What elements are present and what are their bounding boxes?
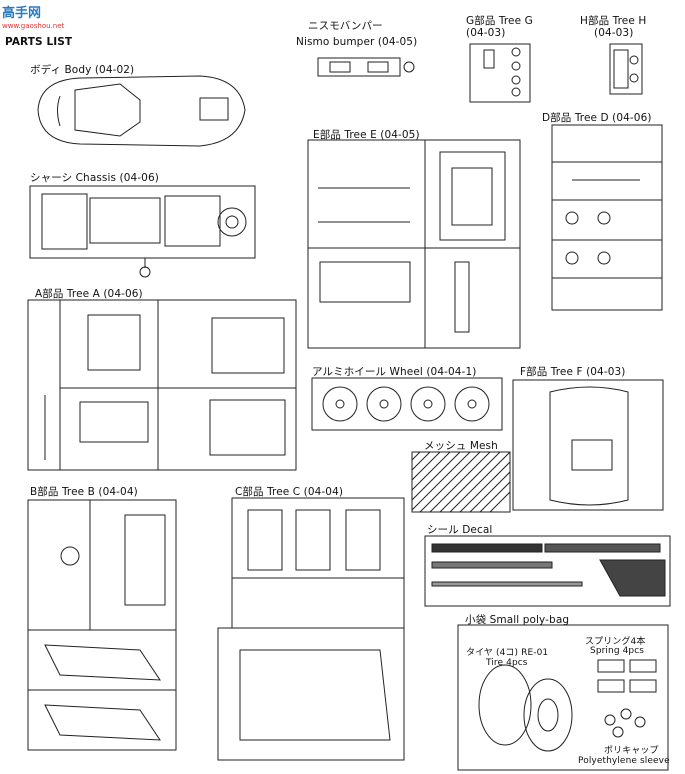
polybag-frame xyxy=(457,624,669,771)
tree-a-label: A部品 Tree A (04-06) xyxy=(35,288,143,300)
tree-c-frame xyxy=(217,497,405,761)
spring-en-label: Spring 4pcs xyxy=(590,646,645,656)
tire-jp-label: タイヤ (4コ) RE-01 xyxy=(466,648,549,658)
decal-sheet xyxy=(424,535,671,607)
body-part xyxy=(37,75,246,147)
body-label: ボディ Body (04-02) xyxy=(30,64,135,76)
parts-list-title: PARTS LIST xyxy=(5,36,73,48)
wheel-frame xyxy=(311,377,503,431)
tree-g-code: (04-03) xyxy=(466,27,506,39)
tree-e-frame xyxy=(307,139,521,349)
polybag-label: 小袋 Small poly-bag xyxy=(465,614,570,626)
tree-f-label: F部品 Tree F (04-03) xyxy=(520,366,626,378)
tree-e-label: E部品 Tree E (04-05) xyxy=(313,129,420,141)
tree-a-frame xyxy=(27,299,297,471)
tree-g-frame xyxy=(469,43,531,103)
sleeve-jp-label: ポリキャップ xyxy=(604,746,659,756)
tree-b-label: B部品 Tree B (04-04) xyxy=(30,486,138,498)
nismo-bumper-part xyxy=(317,57,415,77)
tree-h-label: H部品 Tree H xyxy=(580,15,647,27)
tree-b-frame xyxy=(27,499,177,751)
tree-f-frame xyxy=(512,379,664,511)
watermark-logo: 高手网 xyxy=(2,6,42,21)
tree-d-label: D部品 Tree D (04-06) xyxy=(542,112,652,124)
tree-h-frame xyxy=(609,43,643,95)
tree-d-frame xyxy=(551,124,663,311)
tree-c-label: C部品 Tree C (04-04) xyxy=(235,486,344,498)
spring-jp-label: スプリング4本 xyxy=(585,637,646,647)
chassis-part xyxy=(29,185,256,278)
nismo-jp-label: ニスモバンパー xyxy=(308,20,383,32)
nismo-en-label: Nismo bumper (04-05) xyxy=(296,36,418,48)
tree-h-code: (04-03) xyxy=(594,27,634,39)
mesh-part xyxy=(411,451,511,513)
decal-label: シール Decal xyxy=(427,524,493,536)
watermark-url: www.gaoshou.net xyxy=(2,22,65,30)
chassis-label: シャーシ Chassis (04-06) xyxy=(30,172,159,184)
mesh-label: メッシュ Mesh xyxy=(424,440,498,452)
sleeve-en-label: Polyethylene sleeve xyxy=(578,756,670,766)
tree-g-label: G部品 Tree G xyxy=(466,15,533,27)
wheel-label: アルミホイール Wheel (04-04-1) xyxy=(312,366,477,378)
tire-en-label: Tire 4pcs xyxy=(486,658,528,668)
